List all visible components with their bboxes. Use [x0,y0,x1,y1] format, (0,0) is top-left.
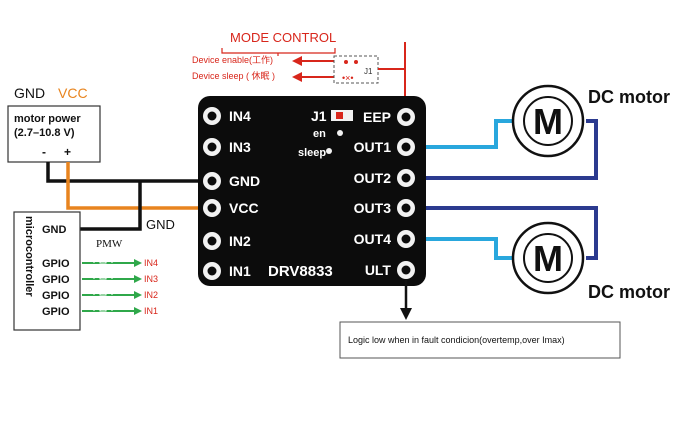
jumper-dot [344,60,348,64]
signal-label: IN2 [144,290,158,300]
board-pin-label: IN4 [229,108,251,124]
fault-output-arrow [400,308,412,320]
board-test-pad [326,148,332,154]
jumper-x-mark: •×• [342,73,354,83]
out3-wire [412,206,598,260]
pin-hole [207,142,217,152]
right-header-pins [397,108,415,279]
mcu-gnd-wire [80,181,142,231]
board-j1-label: J1 [311,108,327,124]
vcc-label: VCC [58,85,88,101]
mode-control-title: MODE CONTROL [230,30,336,45]
mcu-gpio-pin: GPIO [42,290,70,302]
signal-label: IN1 [144,306,158,316]
pin-hole [401,173,411,183]
board-pin-label: GND [229,173,260,189]
microcontroller-box [13,211,81,331]
gpio-signal-arrow [134,307,142,315]
motor-power-title: motor power [14,113,81,125]
drv8833-board [198,96,426,286]
gpio-signal-arrow [134,291,142,299]
pin-hole [207,236,217,246]
board-pin-label: ULT [365,262,392,278]
mode-control-bracket [221,48,336,54]
power-minus-terminal: - [42,145,46,159]
signal-label: IN3 [144,274,158,284]
motor-power-range: (2.7–10.8 V) [14,127,75,139]
sleep-arrow-head [292,72,302,82]
motor-bottom-label: DC motor [588,282,670,302]
board-pin-label: IN1 [229,263,251,279]
motor-bottom-symbol: M [533,238,563,279]
board-pin-label: IN2 [229,233,251,249]
gpio-signal-arrow [134,275,142,283]
pin-hole [401,265,411,275]
board-sleep-label: sleep [298,147,326,159]
power-gnd-wire [46,162,212,183]
motor-top-label: DC motor [588,87,670,107]
mcu-gpio-pin: GPIO [42,274,70,286]
gpio-signal-arrow [134,259,142,267]
board-test-pad [337,130,343,136]
pin-hole [207,203,217,213]
pwm-pulse-icon [93,258,113,264]
pin-hole [207,266,217,276]
power-vcc-wire [66,162,212,210]
fault-note-box [339,321,621,359]
board-pin-label: IN3 [229,139,251,155]
j1-jumper-label: J1 [364,67,373,76]
fault-note-text: Logic low when in fault condicion(overte… [348,335,565,345]
out1-wire [412,119,520,149]
signal-label: IN4 [144,258,158,268]
pin-hole [401,234,411,244]
motor-power-box [7,105,101,163]
gnd-wire-label: GND [146,217,175,232]
board-name: DRV8833 [268,263,333,280]
mcu-gpio-pin: GPIO [42,306,70,318]
microcontroller-title: microcontroller [23,216,35,297]
board-jumper-pad-red [336,112,343,119]
board-en-label: en [313,128,326,140]
motor-top-symbol: M [533,101,563,142]
jumper-dot [354,60,358,64]
pin-hole [401,112,411,122]
pwm-pulse-icon [93,290,113,296]
out2-wire [412,119,598,180]
board-pin-label: EEP [363,109,391,125]
pin-hole [207,176,217,186]
enable-arrow-head [292,56,302,66]
device-enable-label: Device enable(工作) [192,54,273,65]
out4-wire [412,237,520,260]
power-plus-terminal: + [64,145,71,159]
pwm-pulse-icon [93,274,113,280]
pwm-signal-lines [82,258,142,315]
board-pin-label: OUT3 [354,200,392,216]
mcu-gpio-pin: GPIO [42,258,70,270]
pwm-pulse-icon [93,306,113,312]
board-pin-label: OUT1 [354,139,392,155]
pin-hole [401,142,411,152]
motor-bottom-inner [523,233,573,283]
gnd-label: GND [14,85,45,101]
board-pin-label: OUT4 [354,231,392,247]
pin-hole [401,203,411,213]
left-header-pins [203,107,221,280]
motor-top-inner [523,96,573,146]
board-pin-label: VCC [229,200,259,216]
pwm-label: PMW [96,238,123,250]
device-sleep-label: Device sleep ( 休眠 ) [192,70,275,81]
mcu-gnd-pin: GND [42,224,67,236]
pin-hole [207,111,217,121]
board-pin-label: OUT2 [354,170,392,186]
